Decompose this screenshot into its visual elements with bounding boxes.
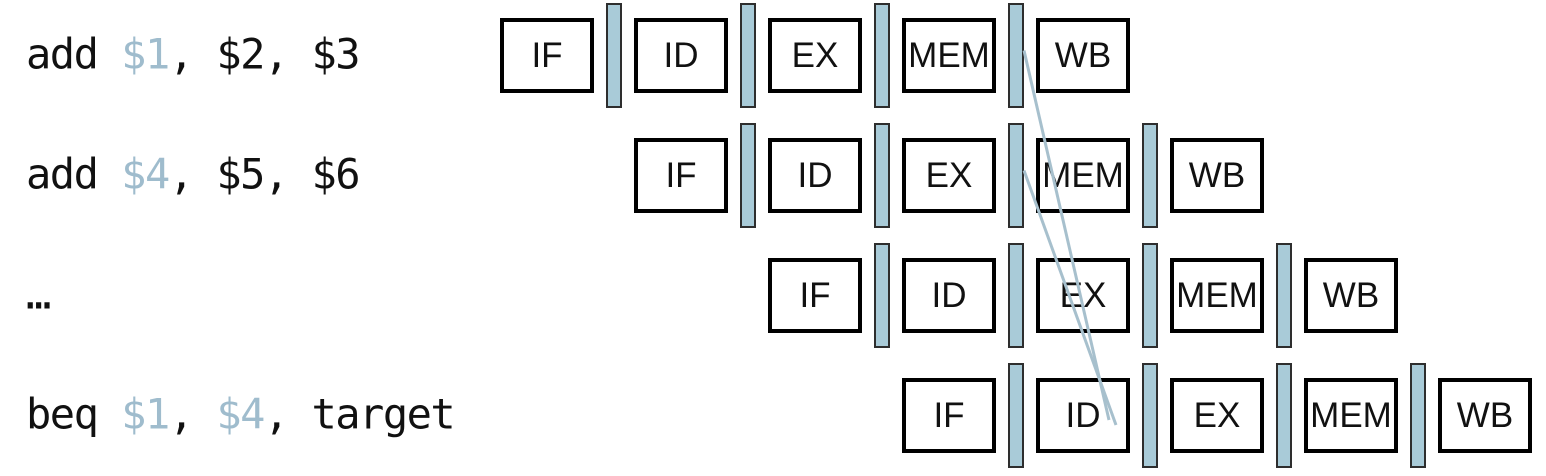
stage-label-if: IF <box>531 36 563 75</box>
instruction-text: , <box>263 149 312 199</box>
compare-line-memwb-register-to-beq-id <box>1022 50 1111 421</box>
instruction-add-4-5-6: add $4, $5, $6 <box>26 149 361 199</box>
pipeline-register-bar <box>1276 243 1292 348</box>
pipeline-register-bar <box>1142 123 1158 228</box>
stage-label-mem: MEM <box>1042 156 1124 195</box>
stage-box-wb: WB <box>1304 258 1398 333</box>
stage-box-id: ID <box>1036 378 1130 453</box>
pipeline-register-bar <box>740 123 756 228</box>
stage-label-wb: WB <box>1054 36 1112 75</box>
stage-box-mem: MEM <box>1036 138 1130 213</box>
pipeline-register-bar <box>1008 123 1024 228</box>
instruction-text: target <box>311 389 455 439</box>
instruction-text: $2 <box>216 29 265 79</box>
pipeline-register-bar <box>1008 243 1024 348</box>
pipeline-register-bar <box>740 3 756 108</box>
stage-label-wb: WB <box>1322 276 1380 315</box>
instruction-text: , <box>263 389 312 439</box>
pipeline-register-bar <box>1008 3 1024 108</box>
stage-box-ex: EX <box>1170 378 1264 453</box>
stage-label-ex: EX <box>925 156 973 195</box>
pipeline-register-bar <box>1142 243 1158 348</box>
stage-label-wb: WB <box>1188 156 1246 195</box>
instruction-text: $5 <box>216 149 265 199</box>
stage-box-mem: MEM <box>1304 378 1398 453</box>
register-operand: $1 <box>121 29 170 79</box>
stage-label-mem: MEM <box>1310 396 1392 435</box>
stage-box-if: IF <box>768 258 862 333</box>
stage-box-if: IF <box>500 18 594 93</box>
stage-label-ex: EX <box>791 36 839 75</box>
stage-box-id: ID <box>634 18 728 93</box>
stage-box-mem: MEM <box>902 18 996 93</box>
stage-box-wb: WB <box>1170 138 1264 213</box>
stage-box-id: ID <box>902 258 996 333</box>
instruction-text: … <box>26 269 51 319</box>
instruction-text: $3 <box>311 29 360 79</box>
pipeline-register-bar <box>874 123 890 228</box>
register-operand: $1 <box>121 389 170 439</box>
register-operand: $4 <box>216 389 265 439</box>
instruction-text: , <box>263 29 312 79</box>
stage-label-if: IF <box>799 276 831 315</box>
instruction-text: add <box>26 29 122 79</box>
stage-label-id: ID <box>797 156 833 195</box>
pipeline-register-bar <box>606 3 622 108</box>
instruction-add-1-2-3: add $1, $2, $3 <box>26 29 361 79</box>
pipeline-register-bar <box>1142 363 1158 468</box>
stage-label-id: ID <box>1065 396 1101 435</box>
instruction-text: beq <box>26 389 122 439</box>
stage-label-if: IF <box>665 156 697 195</box>
pipeline-register-bar <box>1008 363 1024 468</box>
stage-label-wb: WB <box>1456 396 1514 435</box>
stage-label-ex: EX <box>1059 276 1107 315</box>
pipeline-register-bar <box>1410 363 1426 468</box>
stage-box-wb: WB <box>1438 378 1532 453</box>
instruction-text: , <box>168 149 217 199</box>
stage-label-id: ID <box>663 36 699 75</box>
stage-label-mem: MEM <box>908 36 990 75</box>
stage-box-ex: EX <box>902 138 996 213</box>
stage-box-if: IF <box>634 138 728 213</box>
pipeline-register-bar <box>1276 363 1292 468</box>
stage-label-ex: EX <box>1193 396 1241 435</box>
register-operand: $4 <box>121 149 170 199</box>
stage-label-id: ID <box>931 276 967 315</box>
stage-label-mem: MEM <box>1176 276 1258 315</box>
instruction-text: $6 <box>311 149 360 199</box>
instruction-beq-1-4-target: beq $1, $4, target <box>26 389 456 439</box>
pipeline-register-bar <box>874 3 890 108</box>
instruction-ellipsis: … <box>26 269 51 319</box>
instruction-text: , <box>168 389 217 439</box>
stage-box-id: ID <box>768 138 862 213</box>
stage-box-mem: MEM <box>1170 258 1264 333</box>
instruction-text: , <box>168 29 217 79</box>
pipeline-register-bar <box>874 243 890 348</box>
stage-box-ex: EX <box>1036 258 1130 333</box>
stage-label-if: IF <box>933 396 965 435</box>
stage-box-ex: EX <box>768 18 862 93</box>
stage-box-wb: WB <box>1036 18 1130 93</box>
instruction-text: add <box>26 149 122 199</box>
stage-box-if: IF <box>902 378 996 453</box>
